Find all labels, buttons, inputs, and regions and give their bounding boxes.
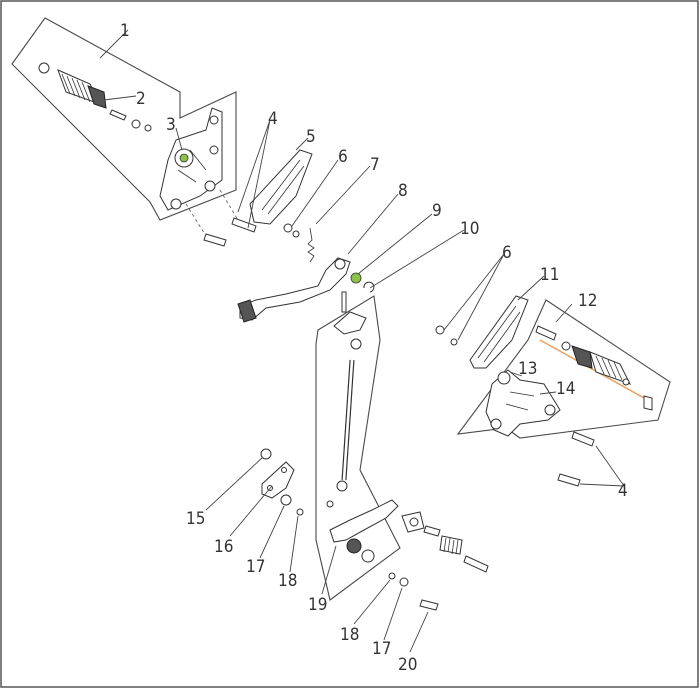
left-guard-washer bbox=[292, 230, 300, 238]
right-foot-peg bbox=[571, 345, 632, 385]
pedal-mount-bolt bbox=[419, 599, 439, 611]
pedal-washer-a bbox=[388, 572, 396, 580]
left-heel-guard bbox=[249, 149, 313, 225]
right-heel-guard bbox=[469, 295, 529, 369]
lever-circlip bbox=[363, 281, 375, 293]
callout-2: 2 bbox=[136, 89, 146, 109]
callout-17-right: 17 bbox=[372, 639, 391, 659]
pedal-washer-b bbox=[399, 577, 409, 587]
leader-lines bbox=[99, 29, 625, 653]
left-peg-pin bbox=[109, 109, 127, 121]
left-bracket-bolt-a bbox=[203, 233, 227, 247]
left-footrest-bracket bbox=[159, 107, 223, 211]
right-guard-screw bbox=[435, 325, 445, 335]
left-bracket-bolt-b bbox=[231, 217, 257, 233]
washer-17-left bbox=[280, 494, 292, 506]
callout-15: 15 bbox=[186, 509, 205, 529]
callout-10: 10 bbox=[460, 219, 479, 239]
callout-5: 5 bbox=[306, 127, 316, 147]
callout-13: 13 bbox=[518, 359, 537, 379]
washer-18-left bbox=[296, 508, 304, 516]
right-peg-bolt bbox=[643, 395, 653, 411]
left-peg-washer bbox=[144, 124, 152, 132]
nut-15 bbox=[260, 448, 272, 460]
callout-11: 11 bbox=[540, 265, 559, 285]
rear-brake-pedal bbox=[329, 499, 425, 563]
left-guard-screw bbox=[283, 223, 293, 233]
callout-7: 7 bbox=[370, 155, 380, 175]
callout-8: 8 bbox=[398, 181, 408, 201]
pedal-pivot-pin bbox=[423, 525, 441, 537]
left-footrest-assembly bbox=[11, 17, 257, 247]
right-bracket-bolt-b bbox=[557, 473, 581, 487]
callout-3: 3 bbox=[166, 115, 176, 135]
left-foot-peg bbox=[57, 69, 107, 109]
linkage-rod-end-top bbox=[350, 338, 362, 350]
right-guard-washer bbox=[450, 338, 458, 346]
linkage-bolt-upper bbox=[341, 291, 347, 313]
callout-18-right: 18 bbox=[340, 625, 359, 645]
callout-16: 16 bbox=[214, 537, 233, 557]
rod-nut bbox=[326, 500, 334, 508]
linkage-rod-end-bottom bbox=[336, 480, 348, 492]
callout-20: 20 bbox=[398, 655, 417, 675]
callout-4-left: 4 bbox=[268, 109, 278, 129]
group-outline-left bbox=[11, 17, 237, 221]
callout-17-left: 17 bbox=[246, 557, 265, 577]
callout-1: 1 bbox=[120, 21, 130, 41]
callout-18-left: 18 bbox=[278, 571, 297, 591]
right-peg-pin bbox=[535, 325, 557, 341]
pedal-pivot-bolt bbox=[463, 555, 489, 573]
right-peg-axis-line bbox=[539, 339, 645, 399]
linkage-outline bbox=[315, 295, 401, 601]
callout-12: 12 bbox=[578, 291, 597, 311]
pedal-spring bbox=[439, 535, 463, 555]
right-footrest-bracket bbox=[485, 369, 561, 437]
left-peg-spring bbox=[131, 119, 141, 129]
left-end-nut bbox=[38, 62, 50, 74]
shift-lever bbox=[237, 257, 351, 323]
callout-6-left: 6 bbox=[338, 147, 348, 167]
right-bracket-bolt-a bbox=[571, 431, 595, 447]
right-peg-washer bbox=[622, 378, 630, 386]
callout-14: 14 bbox=[556, 379, 575, 399]
callout-6-right: 6 bbox=[502, 243, 512, 263]
callout-4-right: 4 bbox=[618, 481, 628, 501]
linkage-joint-upper bbox=[333, 311, 367, 335]
callout-9: 9 bbox=[432, 201, 442, 221]
return-spring bbox=[307, 227, 315, 263]
lever-washer-green bbox=[350, 272, 362, 284]
callout-labels: 1 2 3 4 5 6 7 8 9 10 6 11 12 13 14 4 15 … bbox=[120, 21, 628, 675]
callout-19: 19 bbox=[308, 595, 327, 615]
right-peg-spring bbox=[561, 341, 571, 351]
